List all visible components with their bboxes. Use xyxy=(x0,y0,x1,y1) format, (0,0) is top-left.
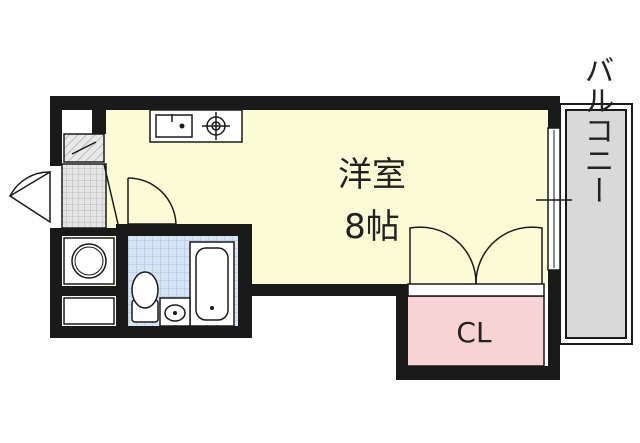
storage-cabinet xyxy=(63,297,115,325)
main-room-size: 8帖 xyxy=(344,207,400,247)
closet-doors xyxy=(407,226,545,297)
washing-machine-icon xyxy=(63,237,115,285)
main-room-lower-floor xyxy=(250,228,406,288)
balcony-label: バルコニー xyxy=(579,55,614,205)
toilet-icon xyxy=(131,271,159,323)
bathroom-door xyxy=(127,177,177,225)
entrance-door xyxy=(8,170,51,224)
corridor-step xyxy=(61,163,119,229)
main-room-name: 洋室 xyxy=(338,155,406,195)
window xyxy=(536,127,572,271)
shoe-cabinet xyxy=(63,133,105,163)
bathtub-icon xyxy=(189,241,235,327)
entry-floor xyxy=(62,164,106,230)
walls xyxy=(50,96,560,380)
balcony xyxy=(559,103,633,345)
closet-floor xyxy=(405,295,545,367)
kitchen-icon xyxy=(149,109,243,143)
wash-basin-icon xyxy=(159,297,191,327)
closet-label: CL xyxy=(456,316,492,349)
